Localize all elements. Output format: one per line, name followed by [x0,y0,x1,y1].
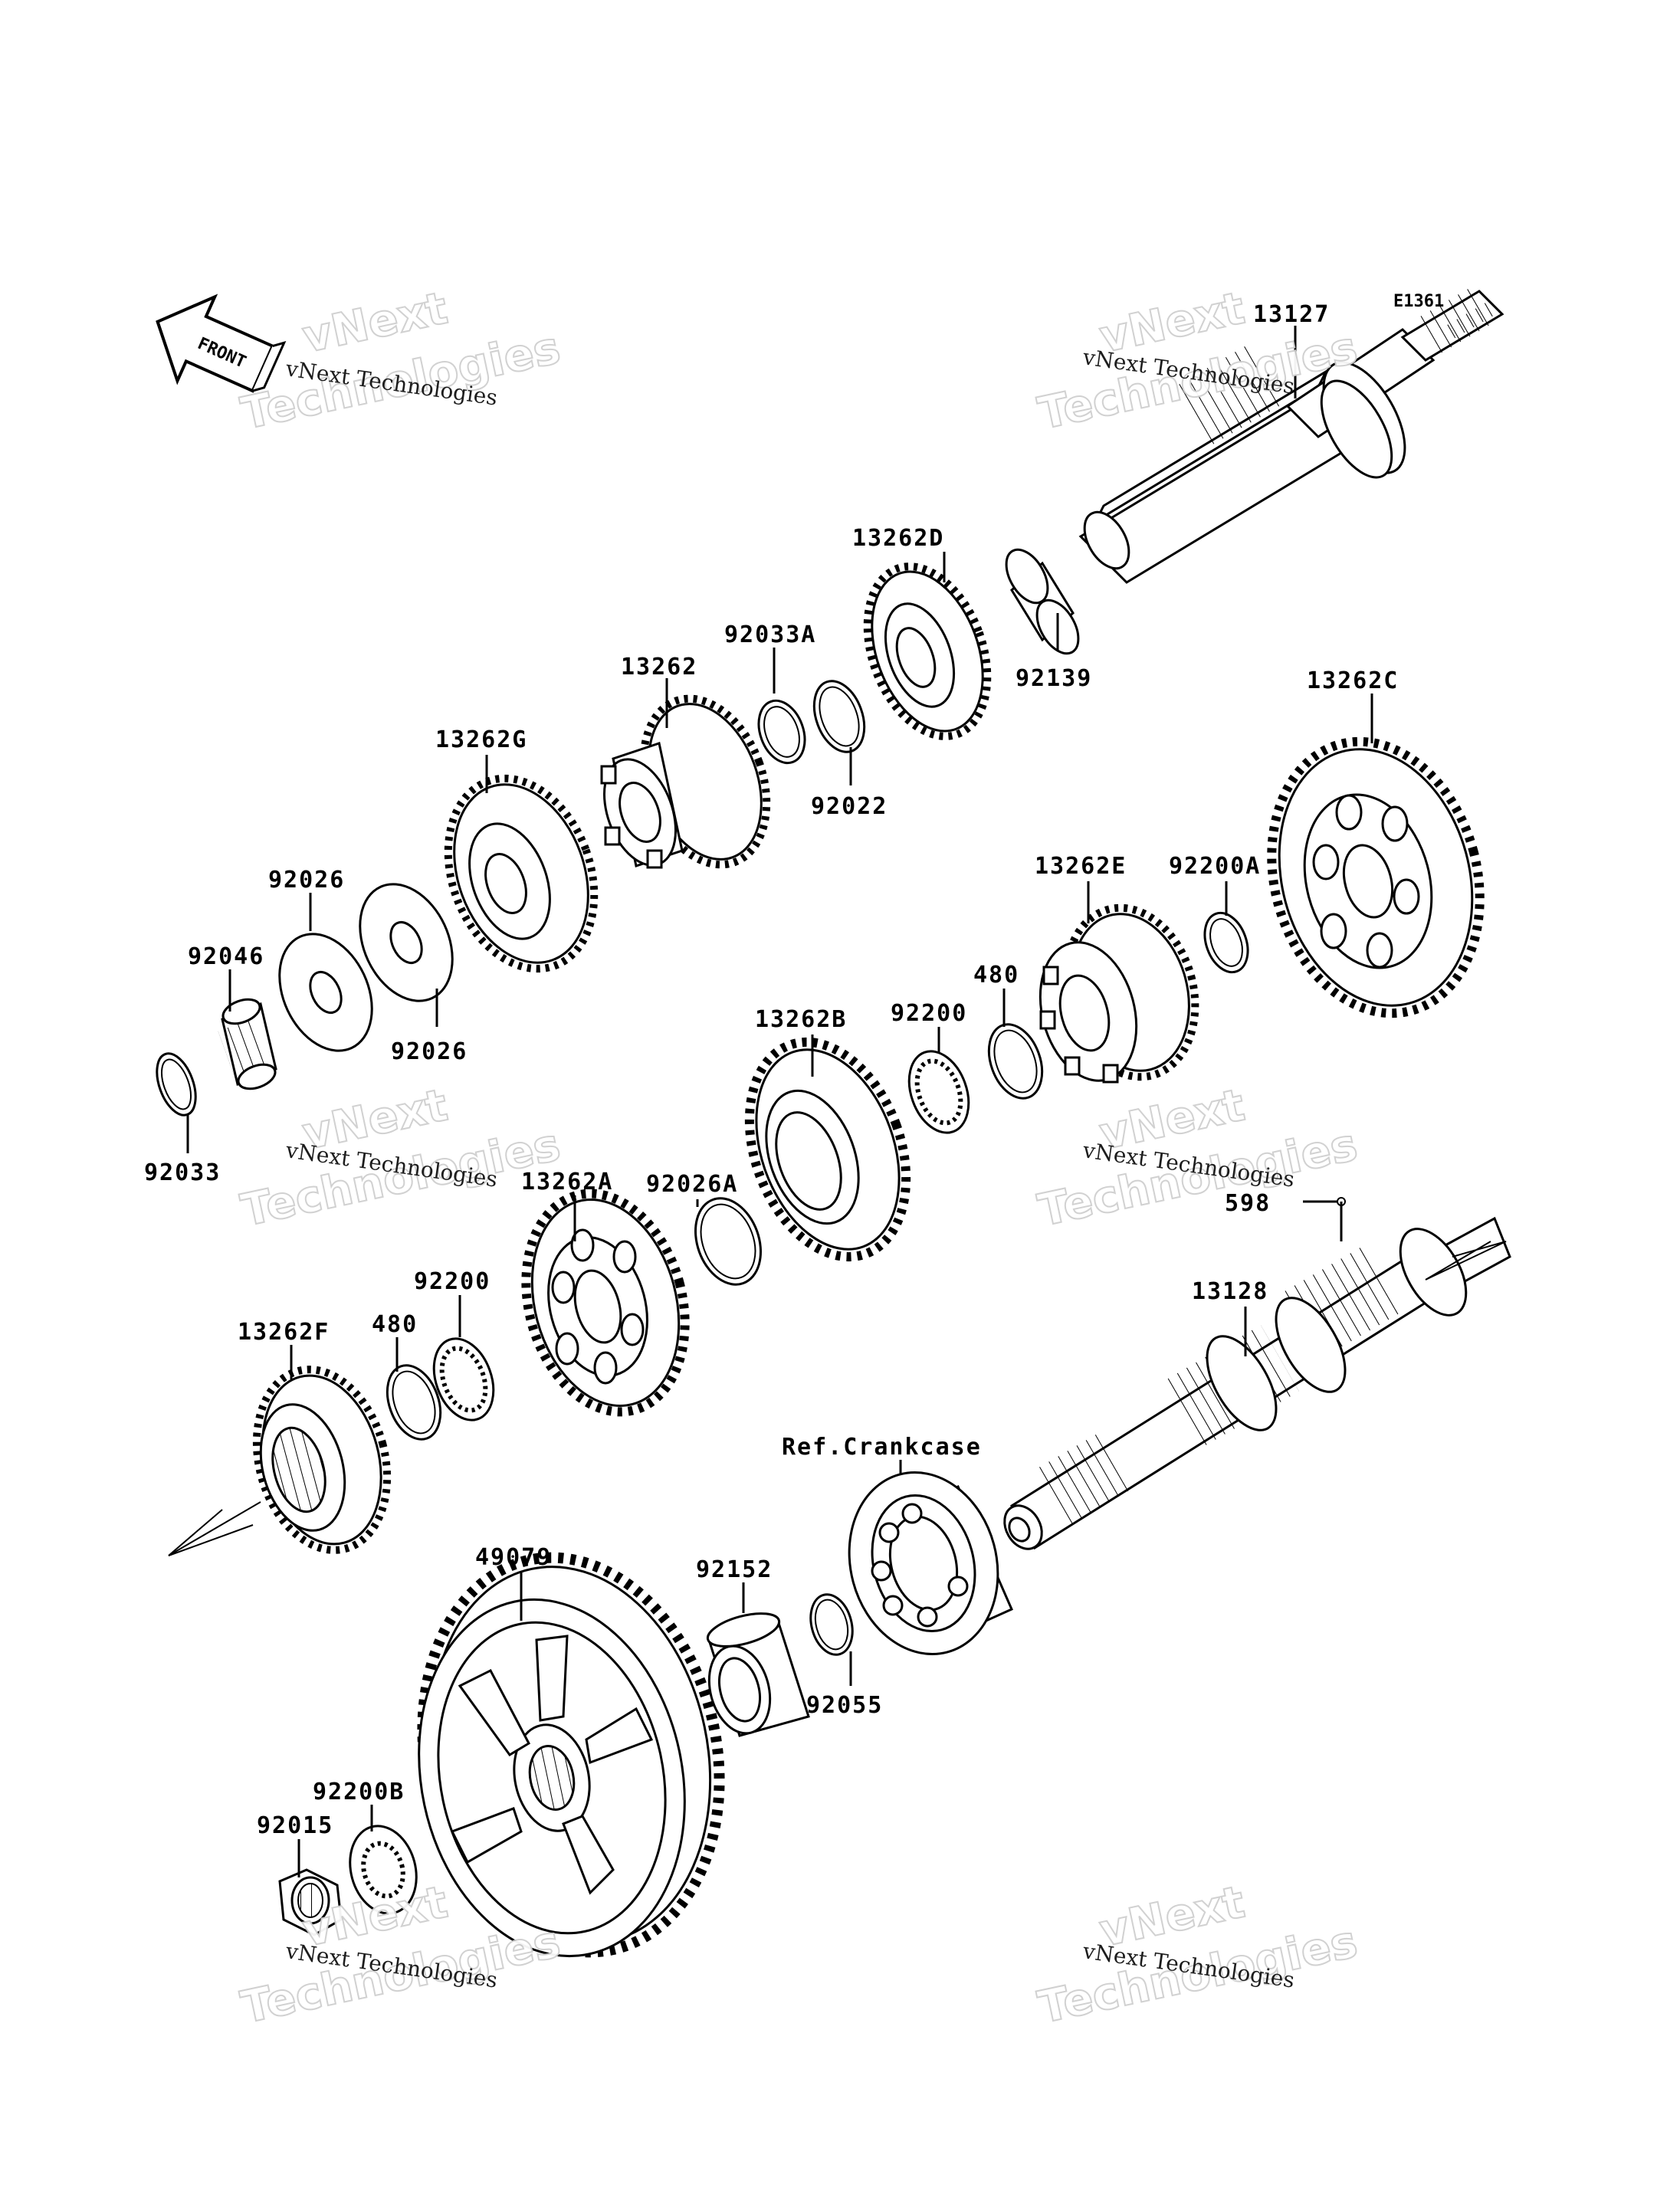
circlip-92033A [757,699,806,765]
gear-49079 [417,1552,725,1958]
front-arrow-icon: FRONT [156,293,287,393]
ring-92200A [1203,911,1249,974]
label-13262F: 13262F [238,1319,330,1346]
shaft-13127 [1078,284,1504,584]
gear-13262F [252,1366,392,1554]
ring-92026A [694,1197,763,1286]
gear-13262E [1039,903,1199,1084]
label-92026-top: 92026 [268,867,345,894]
nut-92015 [278,1868,343,1936]
watermark-bottom-right: vNext Technologies vNext Technologies [1033,1875,1363,2035]
gear-13262 [600,694,771,869]
gear-13262D [863,562,992,740]
label-13262D: 13262D [852,525,944,552]
o-ring-92055 [809,1593,854,1656]
label-13128: 13128 [1192,1278,1268,1305]
label-13262A: 13262A [521,1169,613,1195]
label-92152: 92152 [696,1556,773,1583]
label-13127: 13127 [1253,301,1330,328]
label-92033A: 92033A [724,621,816,648]
label-13262G: 13262G [435,726,527,753]
label-ref-crankcase: Ref.Crankcase [782,1434,982,1461]
ring-92200-upper [907,1050,970,1134]
needle-bearing-92046 [218,998,277,1090]
part-labels: 13127 13262D 92033A 13262 92139 13262C 1… [144,301,1399,1839]
label-92015: 92015 [257,1812,333,1839]
circlip-480-lower [386,1364,442,1441]
gear-13262G [444,774,599,973]
shaft-13128 [1003,1216,1511,1550]
watermark-mid-left: vNext Technologies vNext Technologies [236,1078,566,1238]
watermark-top-right: vNext Technologies vNext Technologies [1033,281,1363,441]
collar-92152 [706,1612,810,1737]
label-92055: 92055 [806,1692,883,1719]
watermark-mid-right: vNext Technologies vNext Technologies [1033,1078,1363,1238]
gear-13262B [744,1037,911,1262]
watermark-top-left: vNext Technologies vNext Technologies [236,281,566,441]
gear-13262C [1267,736,1485,1018]
label-92200B: 92200B [313,1779,405,1805]
label-13262E: 13262E [1035,853,1127,880]
label-13262B: 13262B [755,1006,847,1033]
label-92026A: 92026A [646,1171,738,1198]
label-92046: 92046 [188,943,264,970]
gear-13262A [521,1189,690,1417]
circlip-480-upper [987,1023,1044,1100]
bearing-ref-crankcase [848,1471,1013,1655]
label-92026-bottom: 92026 [391,1038,468,1065]
label-92200-lower: 92200 [414,1268,491,1295]
label-92200A: 92200A [1169,853,1261,880]
washer-92026-a [359,883,454,1002]
ring-92022 [812,680,866,753]
circlip-92033 [156,1052,197,1117]
label-480-lower: 480 [372,1311,418,1338]
label-480-upper: 480 [973,962,1019,989]
label-13262: 13262 [621,654,697,680]
label-92033: 92033 [144,1159,221,1186]
label-92200-upper: 92200 [891,1000,967,1027]
label-598: 598 [1225,1190,1271,1217]
washer-92026-b [278,933,373,1052]
label-92139: 92139 [1016,665,1092,692]
label-49079: 49079 [475,1544,552,1571]
label-92022: 92022 [811,793,888,820]
label-13262C: 13262C [1307,667,1399,694]
ring-92200-lower [432,1337,495,1421]
bearing-sleeve-92139 [1005,548,1080,655]
leader-lines [186,326,1373,1877]
